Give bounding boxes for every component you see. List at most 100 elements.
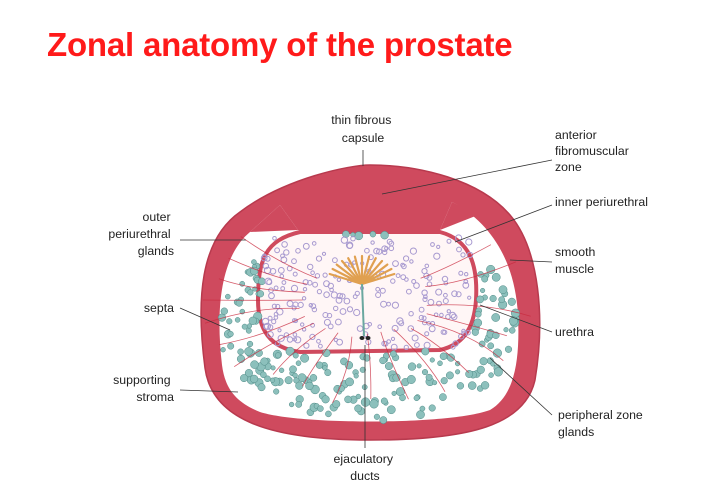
inner-gland-lobule — [367, 322, 373, 327]
inner-gland-lobule — [462, 281, 470, 289]
inner-gland-lobule — [339, 308, 347, 315]
inner-gland-lobule — [269, 268, 277, 275]
gland-lobule — [275, 352, 282, 359]
inner-gland-lobule — [343, 297, 351, 305]
inner-gland-lobule — [346, 306, 354, 313]
label-line: stroma — [136, 390, 174, 404]
gland-lobule — [220, 347, 226, 353]
gland-lobule — [474, 310, 482, 318]
inner-gland-lobule — [382, 249, 388, 256]
inner-gland-lobule — [451, 290, 458, 298]
inner-gland-lobule — [311, 241, 317, 246]
peripheral-glands — [217, 230, 521, 424]
inner-gland-lobule — [292, 337, 298, 342]
inner-gland-lobule — [318, 343, 323, 349]
gland-lobule — [425, 373, 433, 381]
inner-gland-lobule — [301, 296, 307, 301]
inner-gland-lobule — [413, 282, 420, 289]
inner-gland-lobule — [297, 301, 304, 308]
inner-gland-lobule — [400, 274, 407, 281]
inner-gland-lobule — [390, 278, 396, 284]
inner-gland-lobule — [309, 333, 316, 340]
gland-lobule — [260, 371, 267, 379]
septum — [426, 304, 531, 317]
gland-lobule — [344, 395, 352, 404]
gland-lobule — [249, 374, 259, 384]
label-line: peripheral zone — [558, 408, 643, 422]
inner-gland-lobule — [315, 255, 323, 262]
label-peripheral-zone: peripheral zone glands — [558, 408, 646, 439]
gland-lobule — [390, 350, 397, 358]
inner-gland-lobule — [286, 336, 294, 343]
inner-gland-lobule — [302, 242, 310, 250]
ejaculatory-duct-dot — [365, 336, 371, 340]
inner-gland-lobule — [339, 293, 346, 300]
gland-lobule — [498, 296, 506, 304]
gland-lobule — [471, 328, 479, 336]
inner-gland-lobule — [435, 288, 443, 296]
inner-gland-lobule — [465, 238, 473, 246]
inner-gland-lobule — [460, 252, 466, 258]
inner-gland-lobule — [418, 314, 425, 321]
gland-lobule — [479, 357, 488, 366]
label-line: supporting — [113, 373, 171, 387]
inner-gland-lobule — [316, 338, 321, 344]
gland-lobule — [241, 323, 248, 330]
label-line: muscle — [555, 262, 594, 276]
inner-gland-lobule — [391, 324, 399, 332]
inner-gland-lobule — [352, 294, 358, 300]
label-outer-periurethral: outer periurethral glands — [108, 210, 174, 258]
gland-lobule — [305, 381, 314, 391]
inner-glands — [260, 234, 474, 351]
inner-gland-lobule — [292, 332, 298, 337]
inner-gland-lobule — [433, 252, 441, 260]
inner-gland-lobule — [452, 340, 459, 347]
label-line: urethra — [555, 325, 594, 339]
inner-gland-lobule — [302, 279, 309, 286]
inner-gland-lobule — [455, 234, 463, 242]
inner-gland-lobule — [314, 273, 321, 279]
septa-lines — [202, 236, 531, 404]
gland-lobule — [350, 232, 356, 238]
label-smooth-muscle: smooth muscle — [555, 245, 599, 276]
gland-lobule — [440, 377, 448, 385]
label-line: ducts — [350, 469, 379, 483]
slide-title: Zonal anatomy of the prostate — [47, 26, 513, 63]
gland-lobule — [256, 290, 265, 298]
gland-lobule — [345, 377, 354, 387]
inner-gland-lobule — [409, 259, 414, 264]
gland-lobule — [421, 347, 430, 356]
inner-gland-lobule — [461, 330, 468, 337]
leader-peripheral — [489, 357, 553, 416]
inner-gland-lobule — [403, 255, 410, 262]
urethra-stalk — [361, 283, 365, 337]
inner-gland-lobule — [465, 330, 471, 336]
gland-lobule — [251, 259, 257, 265]
inner-gland-lobule — [428, 325, 436, 333]
gland-lobule — [399, 394, 406, 402]
inner-gland-lobule — [336, 277, 342, 282]
inner-gland-lobule — [322, 272, 328, 278]
inner-gland-lobule — [404, 277, 409, 282]
gland-lobule — [379, 416, 388, 424]
inner-gland-lobule — [321, 251, 327, 256]
gland-lobule — [406, 375, 416, 384]
inner-gland-lobule — [456, 246, 462, 253]
inner-gland-lobule — [283, 249, 290, 256]
label-supporting-stroma: supporting stroma — [113, 373, 174, 404]
inner-gland-lobule — [286, 300, 294, 308]
gland-lobule — [288, 401, 295, 408]
inner-gland-lobule — [455, 291, 462, 298]
inner-gland-lobule — [421, 289, 428, 296]
gland-lobule — [237, 348, 244, 356]
inner-gland-lobule — [375, 292, 382, 298]
gland-lobule — [386, 405, 396, 415]
inner-gland-lobule — [274, 247, 281, 254]
inner-gland-lobule — [450, 313, 458, 321]
gland-lobule — [244, 369, 253, 378]
leader-smooth-muscle — [509, 259, 553, 263]
gland-lobule — [295, 401, 303, 408]
label-ejaculatory-ducts: ejaculatory ducts — [334, 452, 397, 483]
gland-lobule — [504, 345, 513, 353]
